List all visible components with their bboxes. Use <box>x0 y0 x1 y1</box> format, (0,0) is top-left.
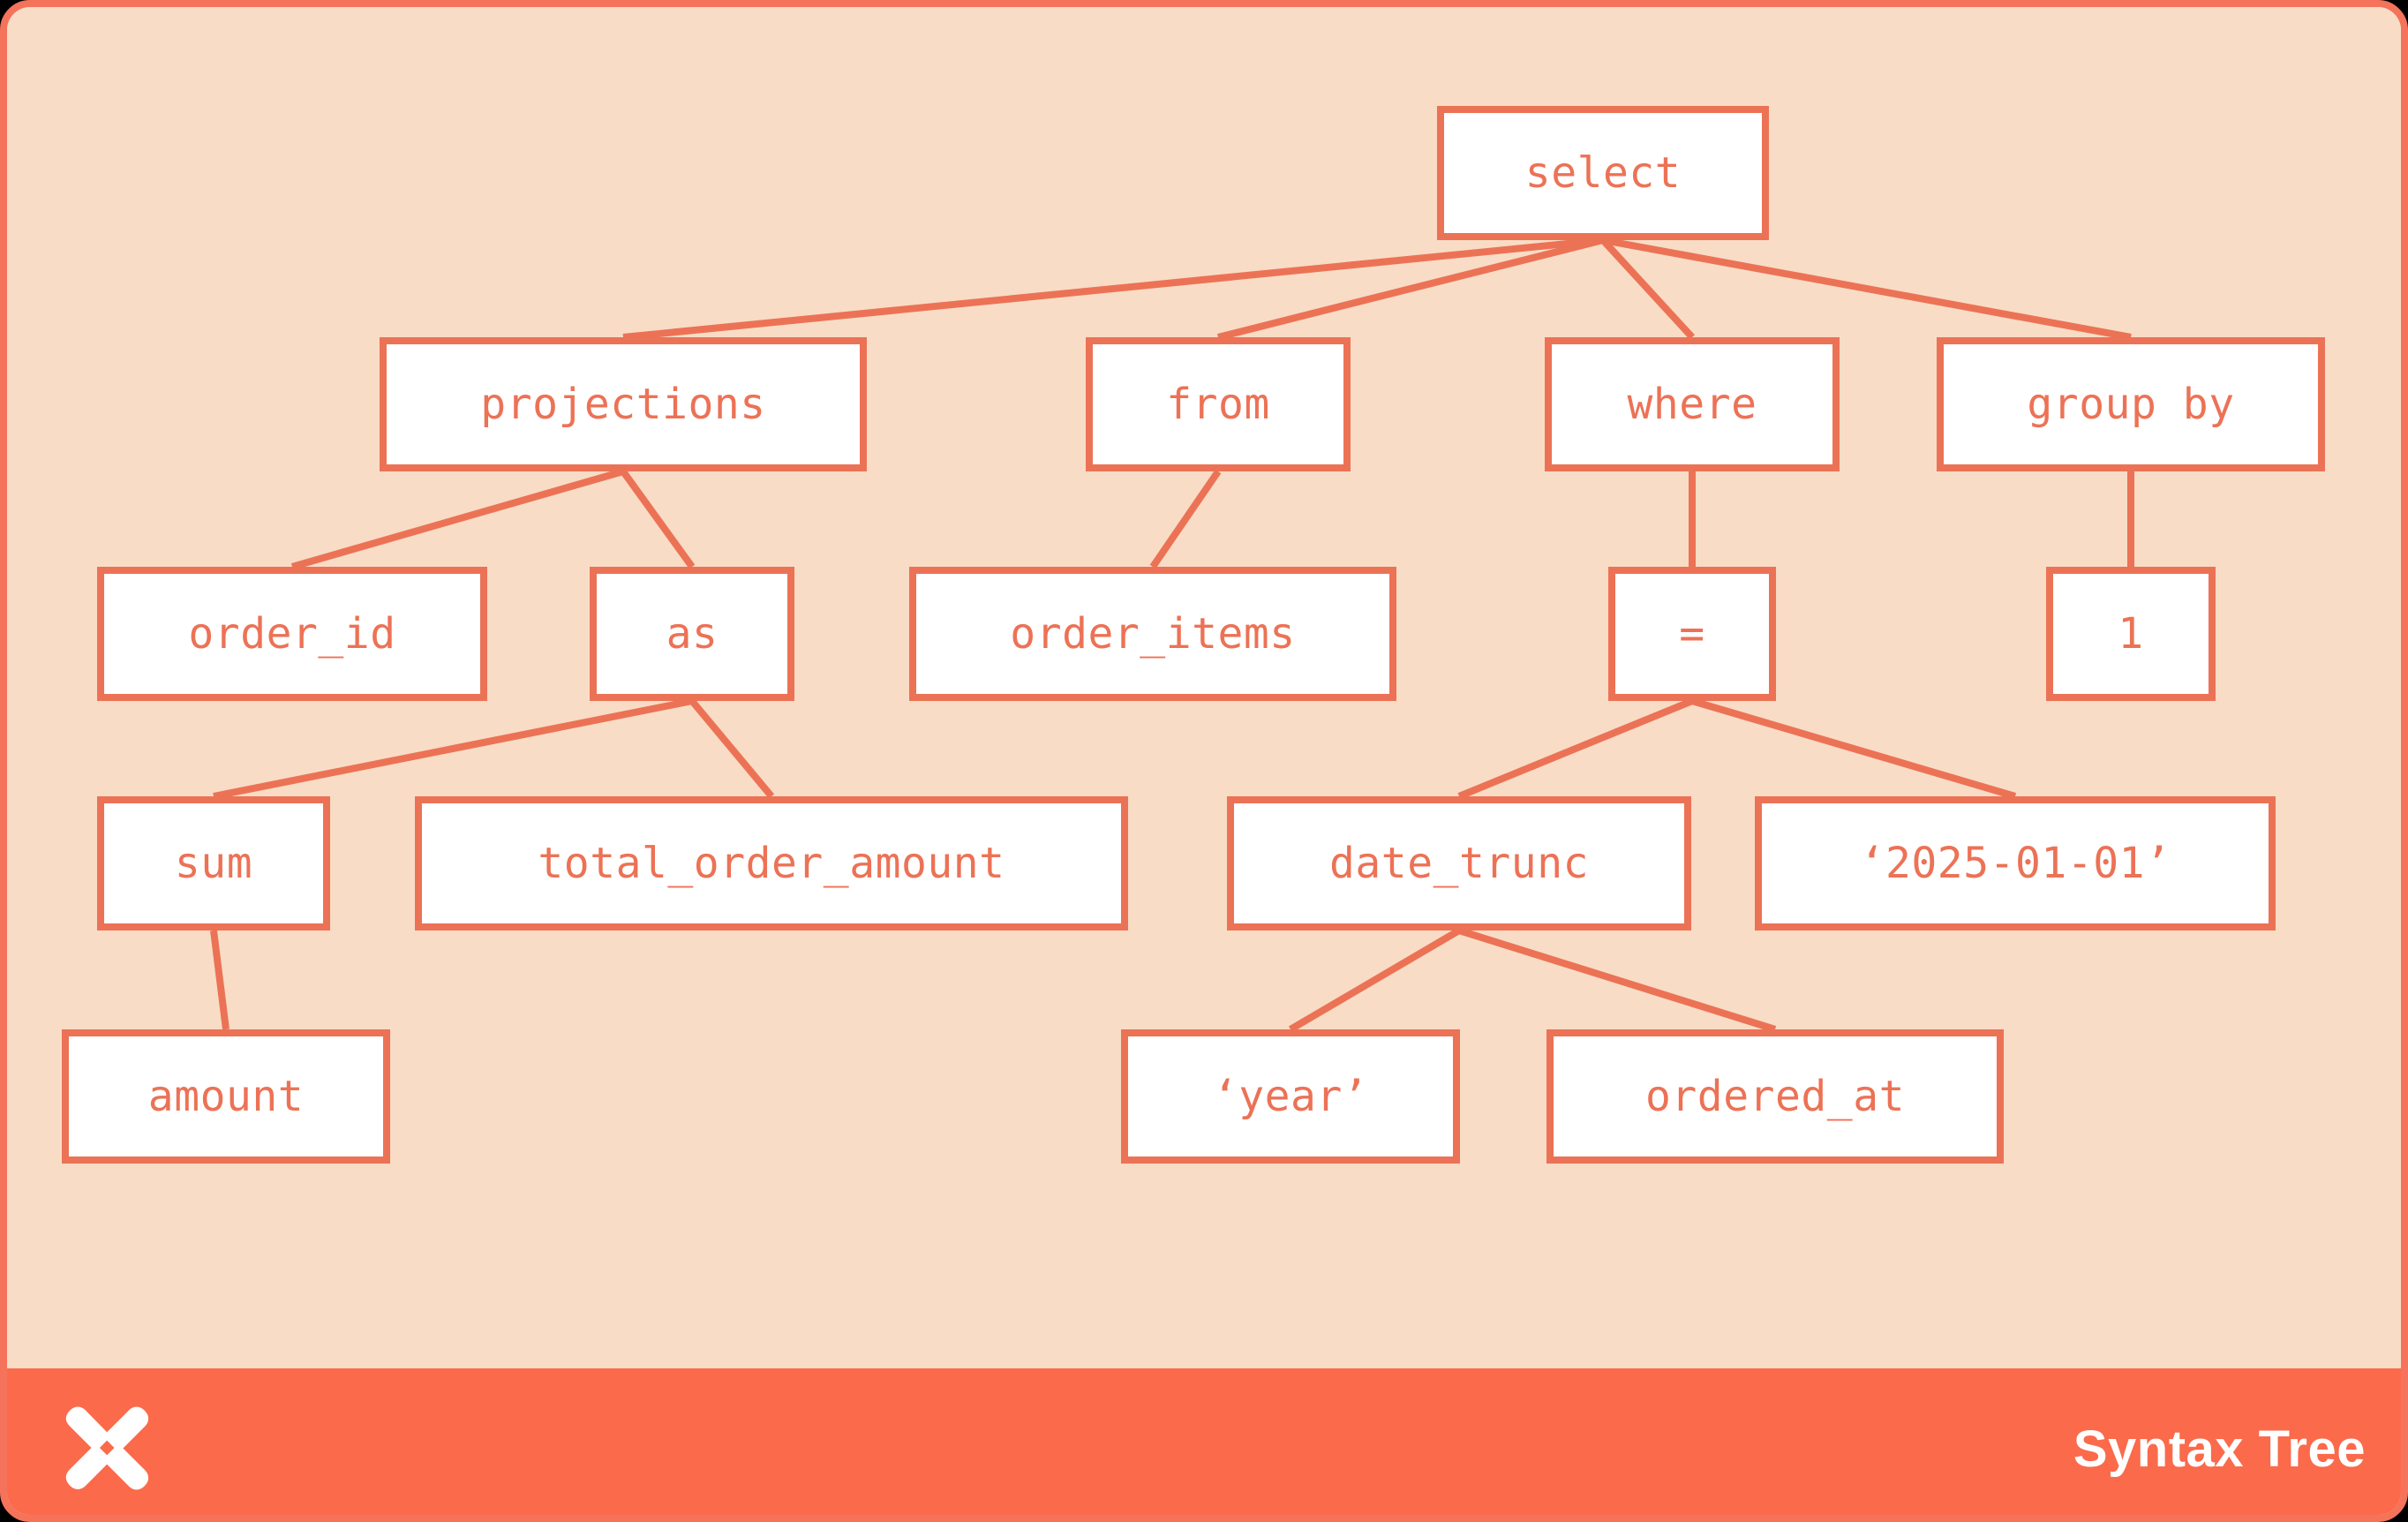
tree-node-label: 1 <box>2118 609 2144 659</box>
tree-edge-as-to-total-order-amount <box>689 698 775 799</box>
tree-node-label: order_items <box>1010 609 1296 659</box>
tree-edge-sum-to-amount <box>210 930 230 1030</box>
tree-node-equals[interactable]: = <box>1608 567 1776 701</box>
tree-node-date-trunc[interactable]: date_trunc <box>1227 796 1691 931</box>
tree-node-select[interactable]: select <box>1437 106 1769 240</box>
tree-node-where[interactable]: where <box>1545 337 1840 471</box>
tree-edge-select-to-group-by <box>1602 237 2132 341</box>
tree-node-label: where <box>1627 380 1757 429</box>
tree-node-as[interactable]: as <box>590 567 794 701</box>
tree-node-label: from <box>1166 380 1270 429</box>
tree-edge-from-to-order-items <box>1149 469 1222 569</box>
tree-node-from[interactable]: from <box>1086 337 1351 471</box>
tree-edge-equals-to-date-trunc <box>1457 697 1694 800</box>
tree-edge-projections-to-as <box>620 469 696 569</box>
tree-edge-projections-to-order-id <box>290 468 625 570</box>
tree-canvas: select projections from where group by order_… <box>7 7 2401 1368</box>
tree-node-label: select <box>1524 148 1682 198</box>
tree-node-one[interactable]: 1 <box>2046 567 2216 701</box>
tree-node-label: as <box>666 609 719 659</box>
tree-node-label: ‘year’ <box>1212 1072 1369 1121</box>
tree-node-label: order_id <box>188 609 396 659</box>
tree-node-label: sum <box>174 839 253 888</box>
tree-node-order-id[interactable]: order_id <box>97 567 487 701</box>
tree-node-label: = <box>1679 609 1705 659</box>
tree-node-label: date_trunc <box>1329 839 1589 888</box>
tree-edge-date-trunc-to-year-literal <box>1288 927 1462 1033</box>
tree-node-projections[interactable]: projections <box>380 337 867 471</box>
tree-node-amount[interactable]: amount <box>62 1029 390 1164</box>
tree-node-ordered-at[interactable]: ordered_at <box>1546 1029 2004 1164</box>
tree-node-date-literal[interactable]: ‘2025-01-01’ <box>1755 796 2276 931</box>
tree-node-sum[interactable]: sum <box>97 796 330 931</box>
tree-node-total-order-amount[interactable]: total_order_amount <box>415 796 1128 931</box>
tree-node-group-by[interactable]: group by <box>1937 337 2325 471</box>
x-star-logo-icon <box>65 1406 148 1490</box>
tree-node-label: amount <box>147 1072 305 1121</box>
tree-node-label: group by <box>2027 380 2235 429</box>
tree-edge-date-trunc-to-ordered-at <box>1457 927 1777 1033</box>
tree-edge-select-to-where <box>1600 237 1695 340</box>
tree-edge-equals-to-date-literal <box>1690 697 2017 800</box>
tree-node-label: ordered_at <box>1645 1072 1905 1121</box>
tree-edge-select-to-projections <box>622 237 1604 341</box>
footer-title: Syntax Tree <box>2073 1420 2366 1478</box>
footer-bar: Syntax Tree <box>7 1368 2401 1515</box>
tree-edge-select-to-from <box>1217 237 1604 341</box>
tree-edge-as-to-sum <box>213 697 693 800</box>
tree-node-label: projections <box>480 380 766 429</box>
tree-node-order-items[interactable]: order_items <box>909 567 1396 701</box>
tree-node-year-literal[interactable]: ‘year’ <box>1121 1029 1460 1164</box>
tree-node-label: total_order_amount <box>538 839 1005 888</box>
tree-node-label: ‘2025-01-01’ <box>1859 839 2171 888</box>
